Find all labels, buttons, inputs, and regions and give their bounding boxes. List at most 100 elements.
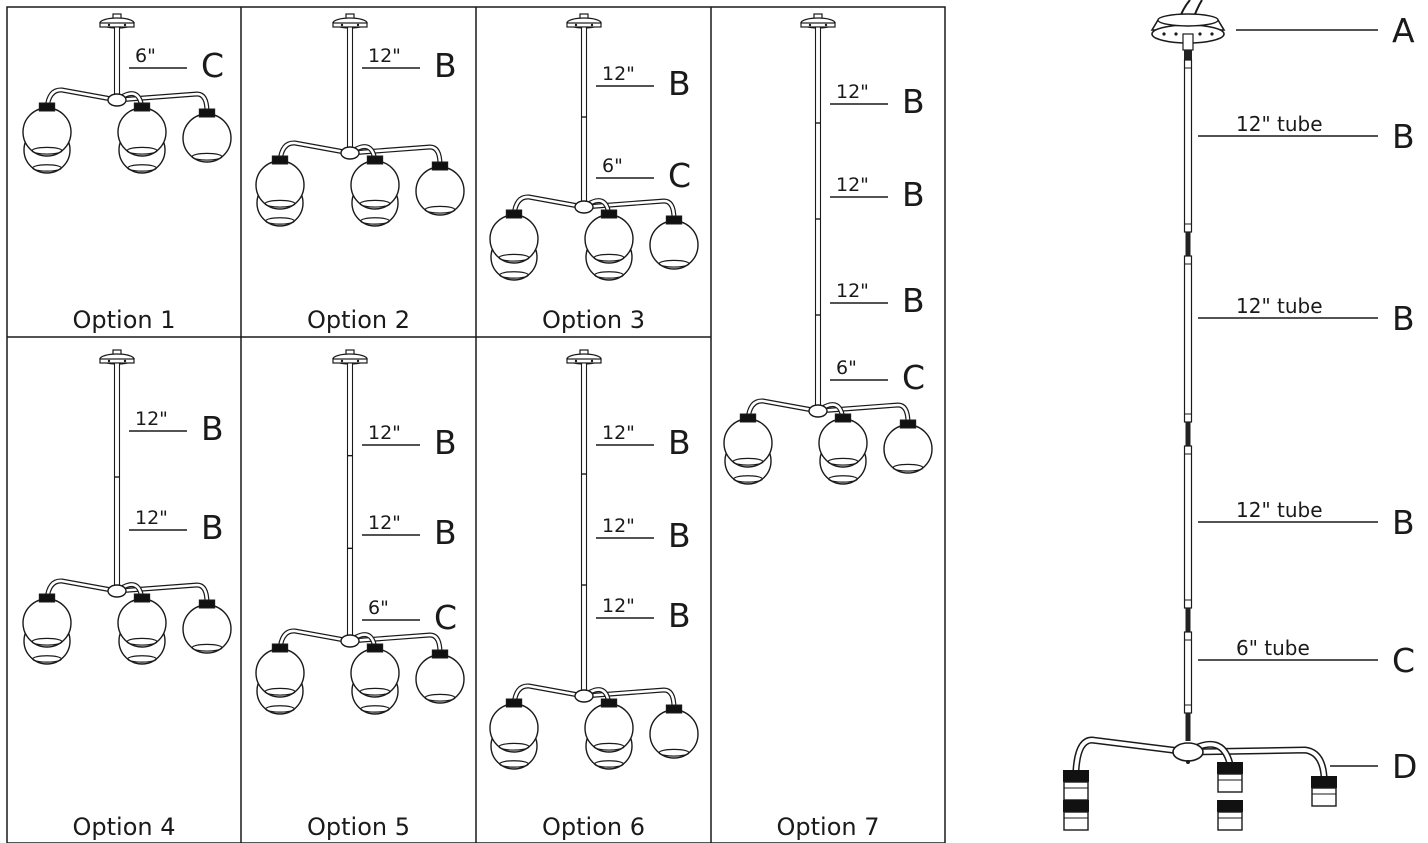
tube-length-label: 12" tube	[1236, 294, 1323, 318]
globe-opening	[191, 643, 223, 652]
socket-body	[1063, 811, 1089, 831]
socket-cap	[271, 155, 289, 165]
arm-right-inner	[1186, 747, 1326, 778]
part-letter-label: B	[201, 409, 224, 448]
down-rod	[346, 362, 354, 642]
glass-globe	[182, 113, 232, 163]
option-label: Option 2	[307, 306, 410, 334]
socket-cap	[198, 599, 216, 609]
hub	[107, 93, 127, 107]
segment-length-label: 12"	[836, 280, 869, 302]
globe-opening	[732, 457, 764, 466]
glass-globe-right	[649, 215, 699, 270]
part-letter-label: B	[668, 516, 691, 555]
part-letter-label: C	[668, 156, 691, 195]
glass-globe-right	[649, 704, 699, 759]
segment-length-label: 12"	[836, 174, 869, 196]
segment-length-label: 12"	[602, 63, 635, 85]
option-label: Option 7	[777, 813, 880, 841]
segment-length-label: 12"	[368, 512, 401, 534]
hub	[107, 584, 127, 598]
glass-globe	[584, 703, 634, 753]
socket-cap	[366, 155, 384, 165]
canopy-top	[1157, 13, 1219, 27]
socket-cup	[1063, 800, 1089, 812]
glass-globe-right	[415, 161, 465, 216]
globe-opening	[127, 655, 157, 663]
globe-opening	[264, 687, 296, 696]
canopy-screw	[340, 23, 344, 27]
tube-segment	[1183, 59, 1193, 233]
segment-length-label: 12"	[135, 507, 168, 529]
socket-body	[1217, 773, 1243, 793]
glass-globe-right	[182, 108, 232, 163]
canopy-nipple	[1182, 33, 1194, 51]
arm-left-inner	[1074, 737, 1190, 772]
glass-globe-right	[182, 599, 232, 654]
glass-globe	[723, 418, 773, 468]
socket-cap	[133, 593, 151, 603]
glass-globe	[117, 598, 167, 648]
socket-cap	[600, 698, 618, 708]
glass-globe	[182, 604, 232, 654]
canopy-screw	[808, 23, 812, 27]
socket-cup	[1217, 800, 1243, 812]
hub	[1172, 742, 1204, 762]
glass-globe	[22, 598, 72, 648]
segment-length-label: 6"	[836, 357, 857, 379]
socket-cap	[198, 108, 216, 118]
socket-cap	[133, 102, 151, 112]
segment-length-label: 12"	[368, 45, 401, 67]
hub	[340, 146, 360, 160]
segment-length-label: 12"	[836, 81, 869, 103]
option-label: Option 5	[307, 813, 410, 841]
part-letter-label: D	[1392, 747, 1417, 786]
globe-opening	[498, 253, 530, 262]
threaded-coupler	[1185, 608, 1191, 632]
canopy-screw	[356, 359, 360, 363]
tube-length-label: 12" tube	[1236, 498, 1323, 522]
socket-cap	[665, 704, 683, 714]
canopy-screw	[1210, 32, 1214, 36]
socket-front-low	[1217, 800, 1243, 831]
glass-globe	[489, 214, 539, 264]
glass-globe	[22, 107, 72, 157]
socket-cap	[665, 215, 683, 225]
globe-opening	[360, 705, 390, 713]
glass-globe-left	[723, 413, 773, 468]
glass-globe-center	[584, 209, 634, 264]
glass-globe	[584, 214, 634, 264]
socket-cap	[38, 593, 56, 603]
globe-opening	[265, 217, 295, 225]
socket-cap	[834, 413, 852, 423]
canopy-rim	[99, 22, 135, 28]
canopy-screw	[107, 359, 111, 363]
glass-globe-center	[350, 155, 400, 210]
glass-globe	[649, 709, 699, 759]
globe-opening	[827, 457, 859, 466]
globe-opening	[265, 705, 295, 713]
socket-front	[1217, 762, 1243, 793]
part-letter-label: B	[668, 423, 691, 462]
glass-globe	[415, 166, 465, 216]
part-letter-label: B	[434, 423, 457, 462]
canopy-screw	[590, 23, 594, 27]
globe-opening	[658, 748, 690, 757]
socket-cap	[600, 209, 618, 219]
arm-right-inner	[115, 583, 209, 605]
globe-opening	[594, 760, 624, 768]
segment-length-label: 6"	[602, 155, 623, 177]
globe-opening	[733, 475, 763, 483]
hub-screw	[1186, 760, 1190, 764]
hub	[808, 404, 828, 418]
glass-globe	[489, 703, 539, 753]
segment-length-label: 6"	[135, 45, 156, 67]
globe-opening	[31, 146, 63, 155]
globe-opening	[593, 253, 625, 262]
glass-globe-center	[584, 698, 634, 753]
arm-right	[1184, 746, 1328, 780]
